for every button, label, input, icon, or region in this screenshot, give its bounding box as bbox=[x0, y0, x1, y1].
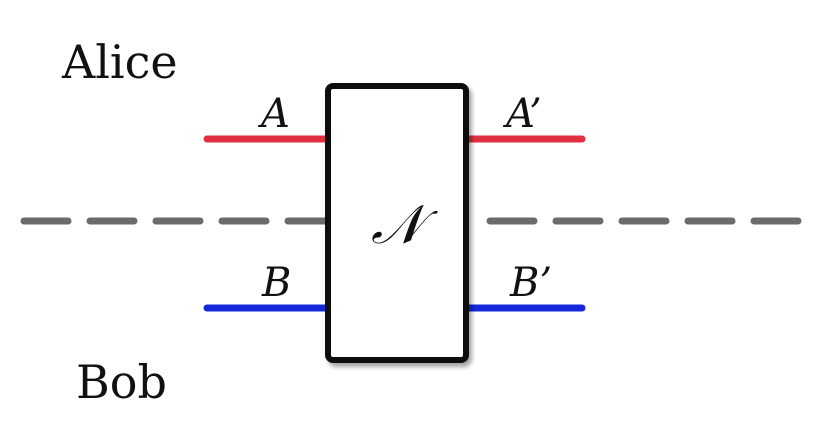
wire-a-output-label: A’ bbox=[502, 91, 542, 137]
wire-b-input-label: B bbox=[261, 260, 291, 306]
alice-label: Alice bbox=[61, 35, 178, 89]
bob-label: Bob bbox=[76, 355, 167, 409]
channel-box bbox=[325, 83, 469, 363]
wire-a-input-label: A bbox=[257, 91, 290, 137]
wire-b-output-label: B’ bbox=[509, 260, 552, 306]
